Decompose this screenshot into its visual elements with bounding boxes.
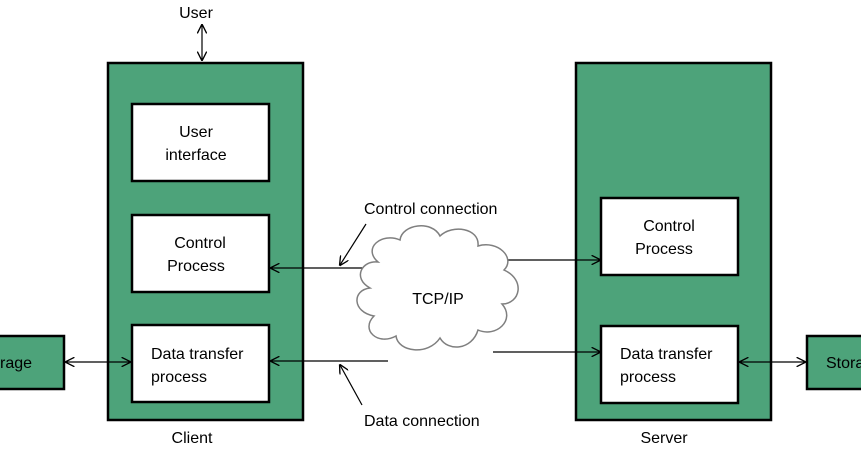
server-data-transfer-line2: process [620, 369, 676, 386]
user-label: User [179, 5, 213, 22]
client-data-transfer-box [130, 323, 271, 404]
control-connection-pointer [340, 223, 367, 265]
server-label: Server [640, 430, 688, 447]
server-data-transfer-line1: Data transfer [620, 346, 713, 363]
storage-right-box [805, 334, 861, 391]
client-data-transfer-line2: process [151, 369, 207, 386]
client-label: Client [172, 430, 213, 447]
tcpip-cloud: TCP/IP [356, 225, 519, 351]
user-interface-line2: interface [165, 147, 226, 164]
server-control-process-box [599, 196, 740, 277]
user-interface-line1: User [179, 124, 213, 141]
client-control-process-line2: Process [167, 258, 225, 275]
data-connection-pointer [340, 365, 363, 406]
server-data-transfer-box [599, 324, 740, 405]
tcpip-label: TCP/IP [412, 291, 464, 308]
data-connection-label: Data connection [364, 413, 480, 430]
storage-left-label: rage [0, 355, 32, 372]
user-interface-box [130, 102, 271, 183]
server-control-process-line1: Control [643, 218, 695, 235]
client-control-process-line1: Control [174, 235, 226, 252]
control-connection-label: Control connection [364, 201, 497, 218]
server-control-process-line2: Process [635, 241, 693, 258]
storage-right-label: Stora [826, 355, 861, 372]
storage-left-box [0, 334, 66, 391]
client-control-process-box [130, 213, 271, 294]
client-data-transfer-line1: Data transfer [151, 346, 244, 363]
